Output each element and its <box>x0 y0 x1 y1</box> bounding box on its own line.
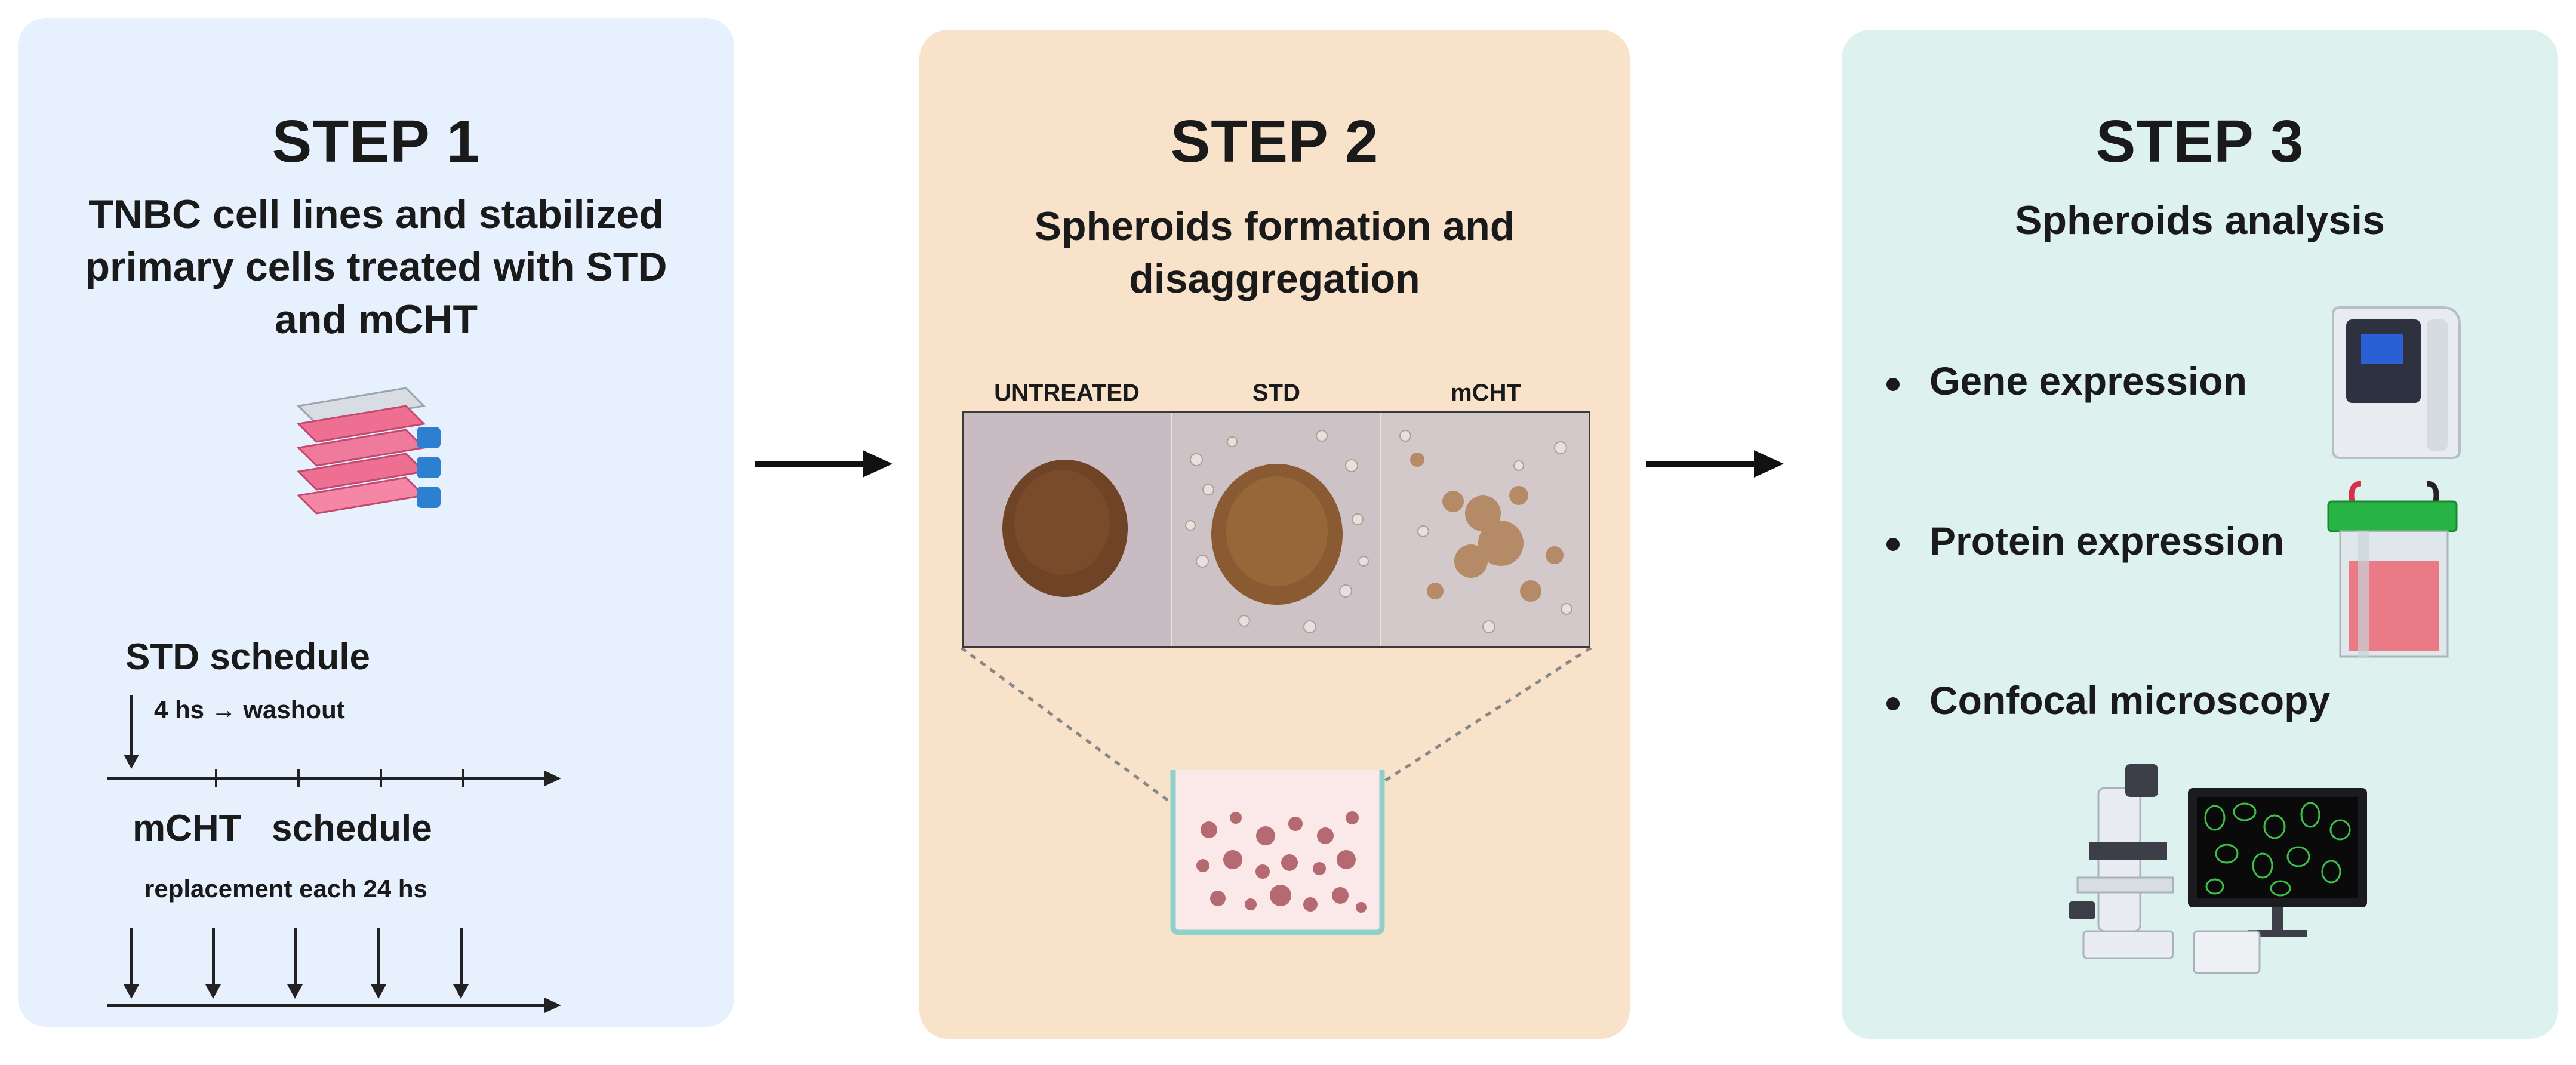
step1-title: STEP 1 <box>272 108 481 175</box>
untreated-spheroid-image <box>964 412 1171 648</box>
timeline-tick <box>297 769 300 787</box>
std-spheroid-image <box>1172 412 1380 648</box>
bullet-text: Protein expression <box>1929 519 2285 563</box>
step2-subtitle-line: disaggregation <box>1129 256 1420 301</box>
bullet-dot <box>1886 377 1900 391</box>
bullet-dot <box>1886 537 1900 551</box>
zoom-lines <box>961 648 1592 835</box>
timeline-tick <box>380 769 382 787</box>
step1-subtitle-line: primary cells treated with STD <box>85 244 667 290</box>
bullet-text: Gene expression <box>1929 359 2247 403</box>
bullet-gene-expression: Gene expression <box>1886 358 2247 404</box>
step1-subtitle: TNBC cell lines and stabilized primary c… <box>36 188 716 346</box>
mcht-schedule-label-2: schedule <box>272 808 432 849</box>
mcht-dose-arrow <box>371 928 386 999</box>
column-label-mcht: mCHT <box>1451 380 1521 406</box>
timeline-tick <box>215 769 217 787</box>
mcht-schedule-label: mCHT <box>133 808 242 849</box>
mcht-timeline <box>107 998 561 1013</box>
bullet-text: Confocal microscopy <box>1929 678 2331 722</box>
mcht-dose-arrow <box>453 928 469 999</box>
std-dose-arrow <box>124 695 139 769</box>
bullet-confocal-microscopy: Confocal microscopy <box>1886 678 2330 723</box>
electrophoresis-tank-icon <box>2327 481 2458 658</box>
column-label-std: STD <box>1252 380 1300 406</box>
mcht-dose-arrow <box>124 928 139 999</box>
column-label-untreated: UNTREATED <box>994 380 1140 406</box>
mcht-schedule-note: replacement each 24 hs <box>144 875 427 903</box>
arrow-right-icon <box>755 450 892 478</box>
step1-subtitle-line: and mCHT <box>275 297 478 342</box>
std-schedule-label: STD schedule <box>125 636 370 678</box>
bullet-dot <box>1886 697 1900 710</box>
std-schedule-note: 4 hs → washout <box>154 695 345 724</box>
mcht-dose-arrow <box>205 928 221 999</box>
well-plate-icon <box>1170 770 1385 935</box>
mcht-spheroid-image <box>1381 412 1589 648</box>
std-timeline <box>107 771 561 786</box>
step2-subtitle: Spheroids formation and disaggregation <box>937 200 1612 305</box>
arrow-right-icon <box>1646 450 1784 478</box>
step3-subtitle: Spheroids analysis <box>2015 198 2385 243</box>
confocal-microscope-icon <box>2069 764 2367 974</box>
step1-subtitle-line: TNBC cell lines and stabilized <box>88 192 664 237</box>
timeline-tick <box>462 769 464 787</box>
step3-title: STEP 3 <box>2095 108 2304 175</box>
bullet-protein-expression: Protein expression <box>1886 518 2284 564</box>
micrograph-frame <box>962 411 1590 648</box>
mcht-dose-arrow <box>287 928 303 999</box>
step2-title: STEP 2 <box>1170 108 1379 175</box>
pcr-machine-icon <box>2332 306 2461 459</box>
step2-subtitle-line: Spheroids formation and <box>1034 204 1515 249</box>
step1-panel <box>18 18 734 1027</box>
cell-culture-flasks-icon <box>296 387 441 515</box>
